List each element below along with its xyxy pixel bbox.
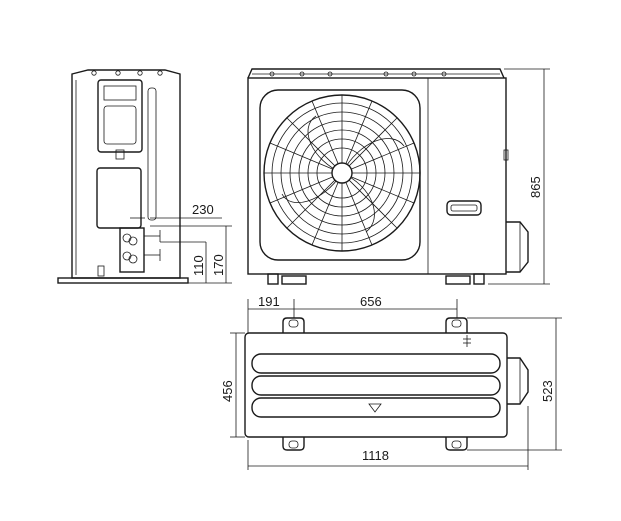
dimension-foot-span: 656	[360, 294, 382, 309]
front-top-bolts	[269, 71, 447, 77]
dimension-foot-offset: 191	[258, 294, 280, 309]
top-slat-3	[251, 397, 501, 418]
dimension-side-pipe-height: 230	[192, 202, 214, 217]
front-handle	[446, 200, 482, 216]
dimension-side-height-110: 110	[191, 255, 206, 276]
side-pipe-vertical	[147, 87, 157, 221]
front-top-cap	[247, 68, 505, 79]
electrical-box	[97, 79, 143, 153]
front-view	[247, 68, 529, 285]
top-view-body	[244, 332, 508, 438]
side-view-bolts	[91, 70, 163, 76]
electrical-box-latch	[115, 149, 125, 160]
side-view-body	[71, 69, 181, 279]
top-view-feet	[282, 317, 468, 451]
service-valve-block	[119, 227, 145, 273]
top-view	[244, 317, 529, 451]
side-foot-marker	[97, 265, 105, 277]
side-view-base	[57, 277, 189, 284]
side-view-dimensions: 230 110 170	[130, 202, 232, 284]
top-slat-1	[251, 353, 501, 374]
access-panel	[96, 167, 142, 229]
electrical-box-panel	[103, 105, 137, 145]
service-valves	[122, 230, 161, 264]
side-view	[57, 69, 189, 284]
electrical-box-label	[103, 85, 137, 101]
dimension-unit-height: 865	[528, 176, 543, 198]
front-view-dimensions: 865	[488, 68, 550, 285]
front-pipe-connection	[503, 149, 529, 273]
dimension-unit-width: 1118	[362, 448, 389, 463]
dimension-side-height-170: 170	[211, 254, 226, 276]
top-pipe-connection	[507, 357, 529, 405]
front-body	[247, 77, 507, 275]
top-valve-symbol	[463, 335, 471, 347]
dimension-depth-inner: 456	[220, 380, 235, 402]
fan-hub	[331, 162, 353, 184]
top-view-dimensions: 191 656 456 523 1118	[220, 294, 562, 470]
front-feet	[267, 273, 485, 285]
dimension-depth-total: 523	[540, 380, 555, 402]
top-slat-2	[251, 375, 501, 396]
drain-marker	[368, 403, 382, 413]
